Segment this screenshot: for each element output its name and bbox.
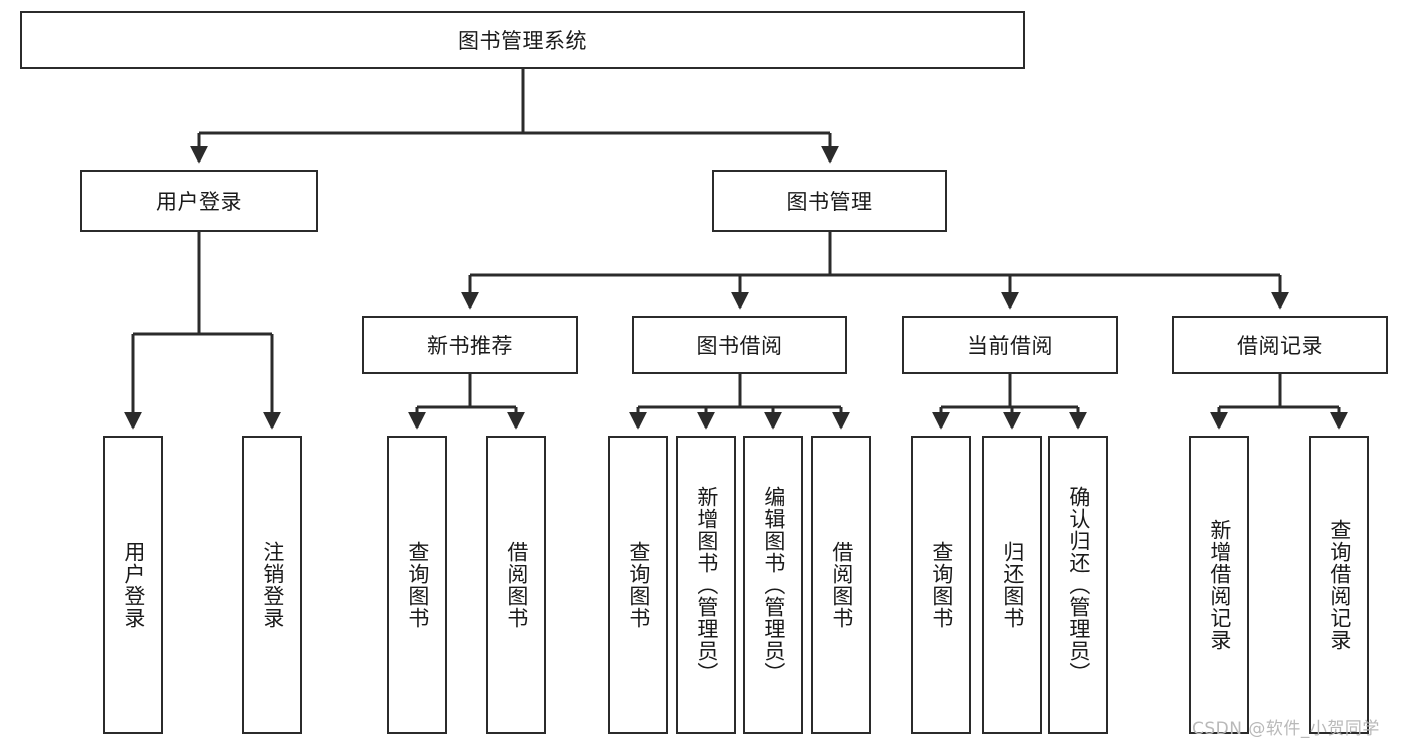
- node-borrowing-record-label: 借阅记录: [1237, 334, 1323, 358]
- node-leaf[interactable]: 用户登录: [103, 436, 163, 734]
- node-leaf[interactable]: 查询借阅记录: [1309, 436, 1369, 734]
- node-leaf-label: 新增借阅记录: [1207, 519, 1232, 651]
- node-leaf[interactable]: 新增图书（管理员）: [676, 436, 736, 734]
- node-user-login[interactable]: 用户登录: [80, 170, 318, 232]
- node-leaf-label: 查询借阅记录: [1327, 519, 1352, 651]
- node-current-borrowing-label: 当前借阅: [967, 334, 1053, 358]
- node-root[interactable]: 图书管理系统: [20, 11, 1025, 69]
- node-borrowing-record[interactable]: 借阅记录: [1172, 316, 1388, 374]
- node-leaf-label: 用户登录: [121, 541, 146, 629]
- node-leaf-label: 新增图书（管理员）: [694, 486, 719, 684]
- node-leaf-label: 注销登录: [260, 541, 285, 629]
- node-book-management[interactable]: 图书管理: [712, 170, 947, 232]
- node-leaf[interactable]: 查询图书: [608, 436, 668, 734]
- node-leaf[interactable]: 新增借阅记录: [1189, 436, 1249, 734]
- node-leaf[interactable]: 查询图书: [387, 436, 447, 734]
- node-new-book-recommendation[interactable]: 新书推荐: [362, 316, 578, 374]
- node-book-borrowing-label: 图书借阅: [696, 334, 783, 358]
- node-leaf-label: 归还图书: [1000, 541, 1025, 629]
- node-leaf[interactable]: 查询图书: [911, 436, 971, 734]
- node-leaf[interactable]: 编辑图书（管理员）: [743, 436, 803, 734]
- node-leaf-label: 借阅图书: [829, 541, 854, 629]
- node-leaf[interactable]: 注销登录: [242, 436, 302, 734]
- node-new-book-recommendation-label: 新书推荐: [427, 334, 513, 358]
- node-leaf-label: 借阅图书: [504, 541, 529, 629]
- node-leaf[interactable]: 归还图书: [982, 436, 1042, 734]
- node-leaf[interactable]: 借阅图书: [486, 436, 546, 734]
- node-book-borrowing[interactable]: 图书借阅: [632, 316, 847, 374]
- node-book-management-label: 图书管理: [786, 190, 873, 214]
- node-leaf-label: 查询图书: [626, 541, 651, 629]
- node-current-borrowing[interactable]: 当前借阅: [902, 316, 1118, 374]
- node-leaf-label: 编辑图书（管理员）: [761, 486, 786, 684]
- node-root-label: 图书管理系统: [458, 29, 587, 53]
- node-leaf-label: 确认归还（管理员）: [1066, 486, 1091, 684]
- node-leaf[interactable]: 确认归还（管理员）: [1048, 436, 1108, 734]
- node-leaf-label: 查询图书: [405, 541, 430, 629]
- node-leaf[interactable]: 借阅图书: [811, 436, 871, 734]
- node-user-login-label: 用户登录: [156, 190, 242, 214]
- node-leaf-label: 查询图书: [929, 541, 954, 629]
